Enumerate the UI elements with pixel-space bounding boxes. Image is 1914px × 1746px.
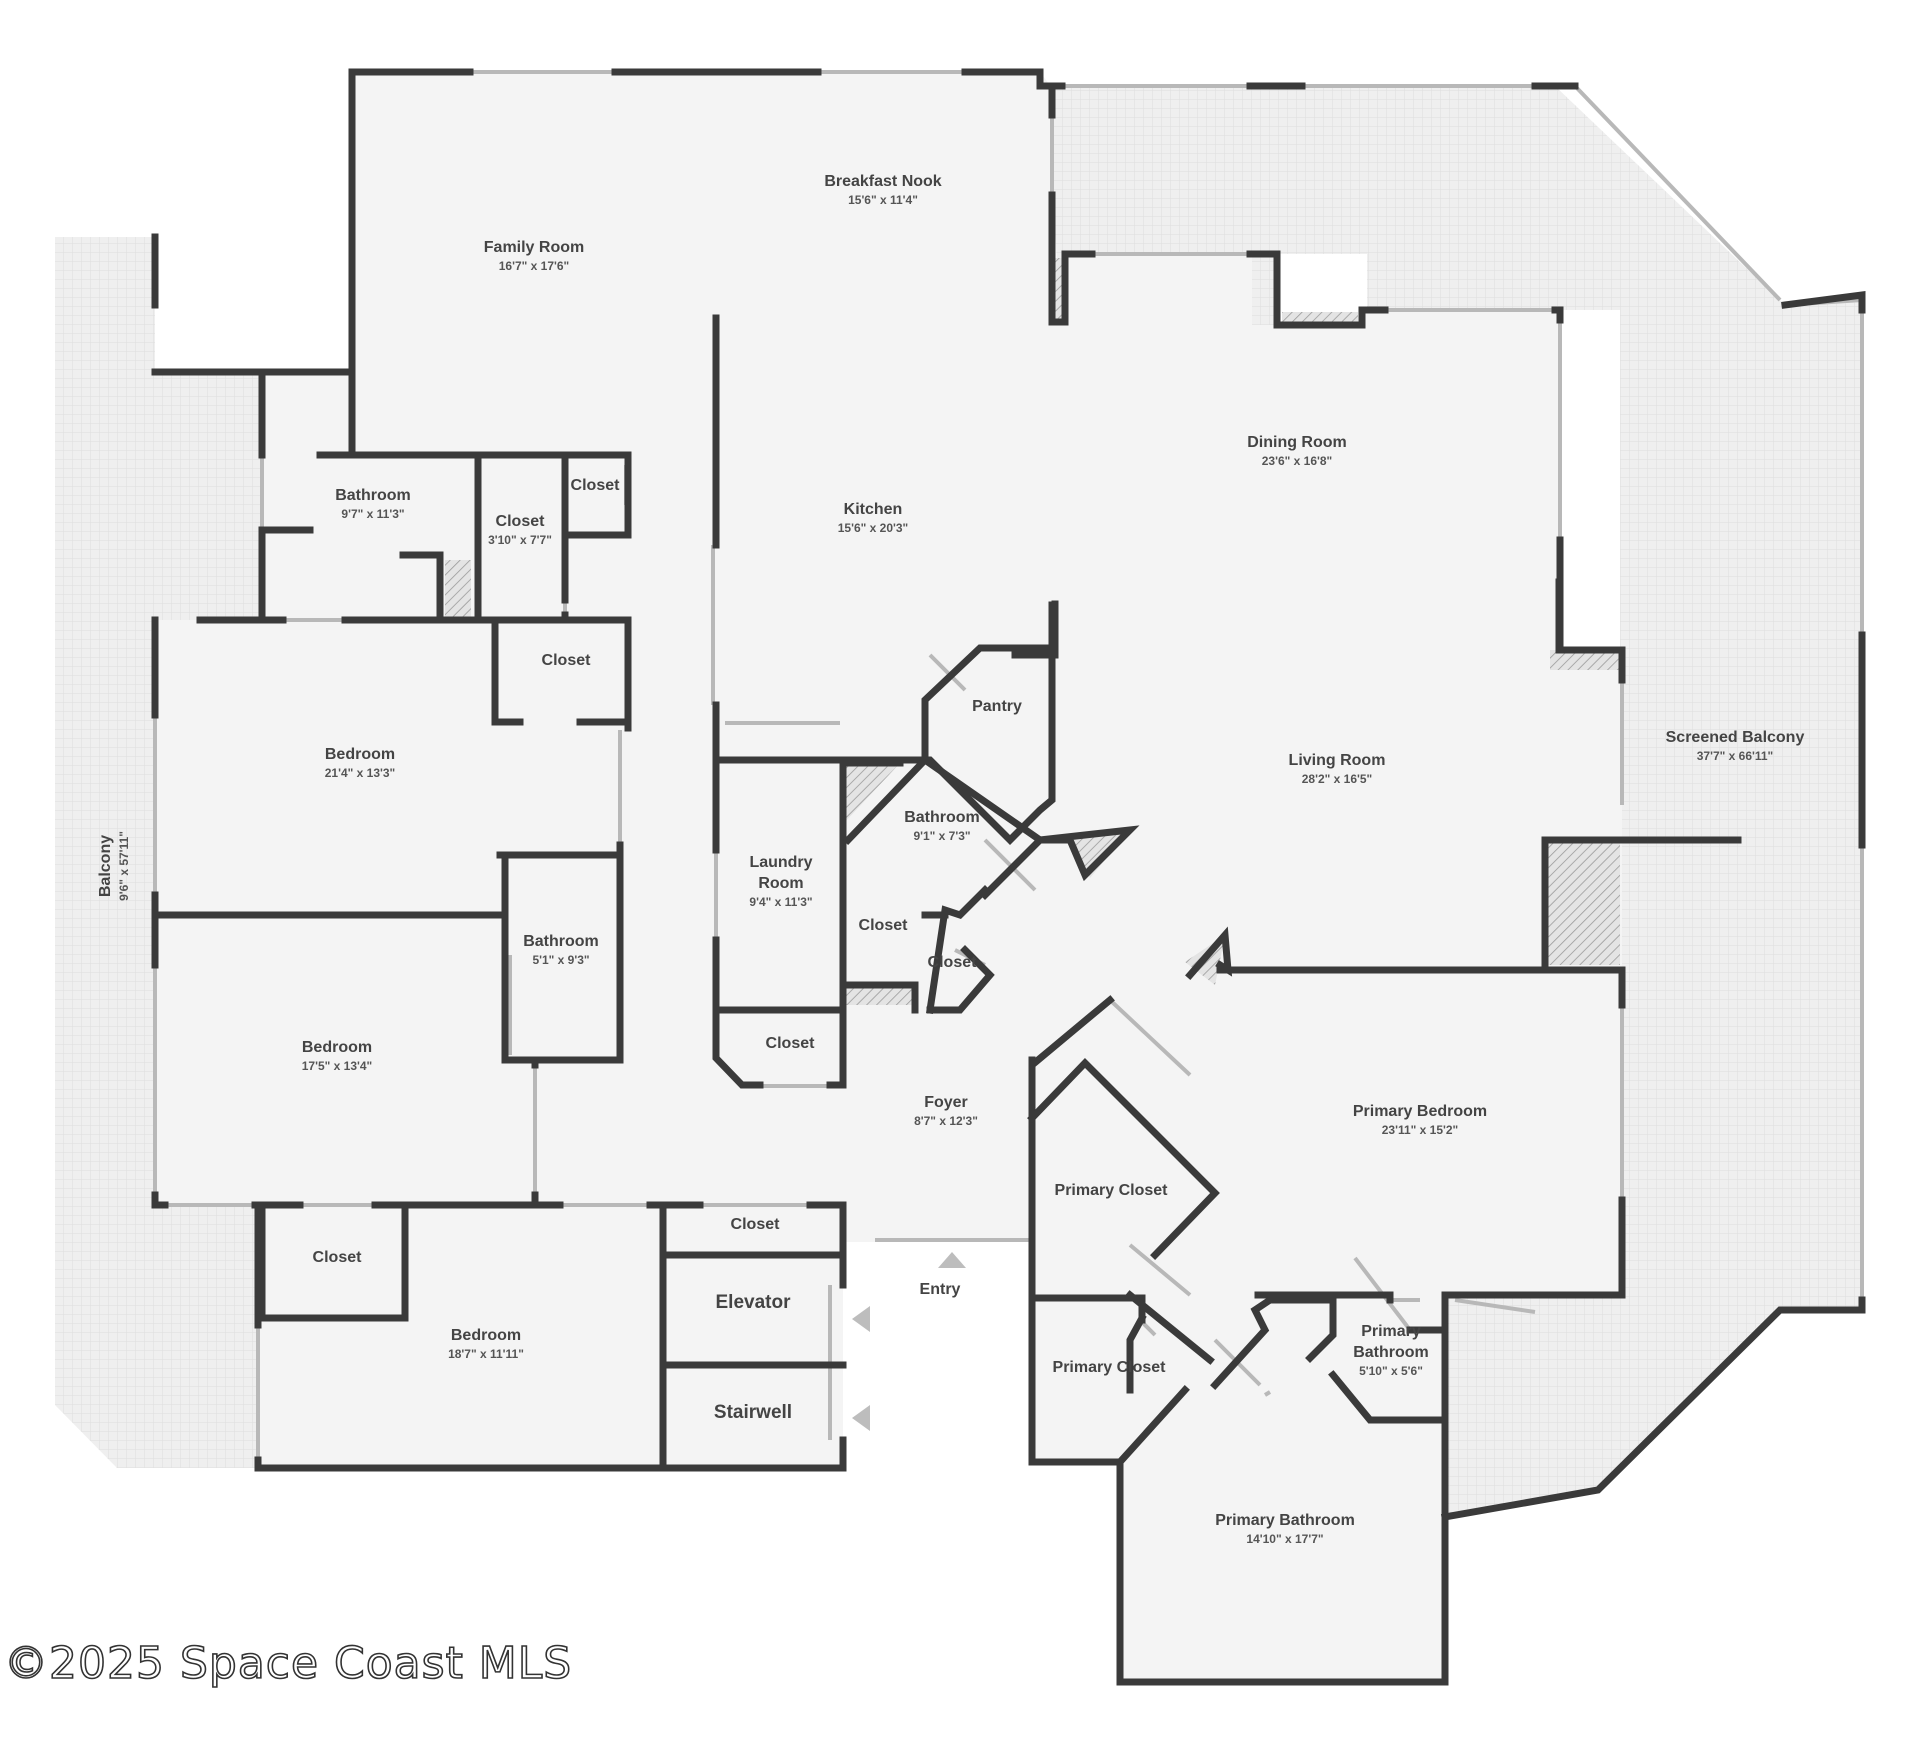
room-label-living-room: Living Room 28'2" x 16'5" [1289, 752, 1386, 786]
elevator-door-arrow [852, 1306, 870, 1332]
room-name: Primary Closet [1055, 1182, 1169, 1199]
room-name: Breakfast Nook [824, 173, 941, 190]
room-name: Elevator [716, 1292, 792, 1313]
room-label-primary-closet-1: Primary Closet [1055, 1182, 1169, 1199]
room-label-closet-8: Closet [313, 1249, 363, 1266]
walls [151, 68, 1866, 1686]
room-name: Bedroom [325, 746, 395, 763]
room-dimensions: 18'7" x 11'11" [448, 1347, 524, 1361]
room-label-family-room: Family Room 16'7" x 17'6" [484, 239, 584, 273]
room-dimensions: 5'10" x 5'6" [1359, 1364, 1423, 1378]
room-name: Closet [313, 1249, 363, 1266]
room-label-bathroom-1: Bathroom 9'7" x 11'3" [335, 487, 411, 521]
room-dimensions: 15'6" x 11'4" [848, 193, 918, 207]
entry-label: Entry [920, 1281, 961, 1298]
room-dimensions: 23'6" x 16'8" [1262, 454, 1332, 468]
room-dimensions: 28'2" x 16'5" [1302, 772, 1372, 786]
room-label-bedroom-2: Bedroom 17'5" x 13'4" [302, 1039, 372, 1073]
room-dimensions: 5'1" x 9'3" [532, 953, 589, 967]
room-name: Bathroom [523, 933, 599, 950]
room-label-screened-balcony: Screened Balcony 37'7" x 66'11" [1666, 729, 1805, 763]
copyright-watermark: ©2025 Space Coast MLS [3, 1638, 573, 1689]
room-label-primary-bedroom: Primary Bedroom 23'11" x 15'2" [1353, 1103, 1487, 1137]
room-dimensions: 9'7" x 11'3" [341, 507, 404, 521]
room-name: Bedroom [451, 1327, 521, 1344]
windows [153, 70, 1864, 1460]
room-dimensions: 37'7" x 66'11" [1697, 749, 1773, 763]
room-label-breakfast-nook: Breakfast Nook 15'6" x 11'4" [824, 173, 941, 207]
room-label-closet-6: Closet [766, 1035, 816, 1052]
room-name: Closet [731, 1216, 781, 1233]
room-name: Bedroom [302, 1039, 372, 1056]
room-name: Closet [542, 652, 592, 669]
room-label-closet-4: Closet [859, 917, 909, 934]
room-dimensions: 21'4" x 13'3" [325, 766, 395, 780]
room-label-closet-5: Closet [928, 954, 978, 971]
room-name: Stairwell [714, 1402, 792, 1423]
room-label-closet-2: Closet [571, 477, 621, 494]
room-label-dining-room: Dining Room 23'6" x 16'8" [1247, 434, 1347, 468]
room-dimensions: 3'10" x 7'7" [488, 533, 552, 547]
room-label-primary-closet-2: Primary Closet [1053, 1359, 1167, 1376]
room-name: Living Room [1289, 752, 1386, 769]
room-name: Closet [766, 1035, 816, 1052]
room-dimensions: 9'6" x 57'11" [117, 831, 131, 901]
room-name: Closet [859, 917, 909, 934]
room-dimensions: 23'11" x 15'2" [1382, 1123, 1458, 1137]
entry-arrow [938, 1252, 966, 1268]
room-name: Closet [928, 954, 978, 971]
room-label-primary-bathroom: Primary Bathroom 14'10" x 17'7" [1215, 1512, 1355, 1546]
stairwell-door-arrow [852, 1405, 870, 1431]
room-label-bedroom-3: Bedroom 18'7" x 11'11" [448, 1327, 524, 1361]
room-labels: Family Room 16'7" x 17'6" Breakfast Nook 15… [97, 173, 1804, 1546]
room-dimensions: 8'7" x 12'3" [914, 1114, 978, 1128]
room-label-elevator: Elevator [716, 1292, 792, 1313]
room-label-kitchen: Kitchen 15'6" x 20'3" [838, 501, 908, 535]
room-name: Primary Bathroom [1215, 1512, 1355, 1529]
room-label-closet-1: Closet 3'10" x 7'7" [488, 513, 552, 547]
room-dimensions: 16'7" x 17'6" [499, 259, 569, 273]
room-label-bathroom-2: Bathroom 9'1" x 7'3" [904, 809, 980, 843]
room-dimensions: 17'5" x 13'4" [302, 1059, 372, 1073]
room-label-bedroom-1: Bedroom 21'4" x 13'3" [325, 746, 395, 780]
room-dimensions: 9'1" x 7'3" [913, 829, 970, 843]
room-name: Closet [571, 477, 621, 494]
room-label-stairwell: Stairwell [714, 1402, 792, 1423]
room-name: Primary Bedroom [1353, 1103, 1487, 1120]
room-name: Balcony [97, 835, 114, 897]
room-label-foyer: Foyer 8'7" x 12'3" [914, 1094, 978, 1128]
screened-balcony-floor [1048, 86, 1862, 1517]
room-name: Bathroom [904, 809, 980, 826]
room-dimensions: 9'4" x 11'3" [749, 895, 812, 909]
room-name: Family Room [484, 239, 584, 256]
room-name: Closet [496, 513, 546, 530]
room-label-closet-3: Closet [542, 652, 592, 669]
room-dimensions: 14'10" x 17'7" [1246, 1532, 1323, 1546]
room-label-closet-7: Closet [731, 1216, 781, 1233]
room-name: Kitchen [844, 501, 903, 518]
interior-floor [155, 72, 1622, 1682]
room-name: Primary Closet [1053, 1359, 1167, 1376]
room-name: Bathroom [335, 487, 411, 504]
room-label-bathroom-3: Bathroom 5'1" x 9'3" [523, 933, 599, 967]
room-name: Pantry [972, 698, 1022, 715]
room-name: Screened Balcony [1666, 729, 1805, 746]
room-name: Dining Room [1247, 434, 1347, 451]
room-dimensions: 15'6" x 20'3" [838, 521, 908, 535]
room-name: Foyer [924, 1094, 968, 1111]
room-label-pantry: Pantry [972, 698, 1022, 715]
